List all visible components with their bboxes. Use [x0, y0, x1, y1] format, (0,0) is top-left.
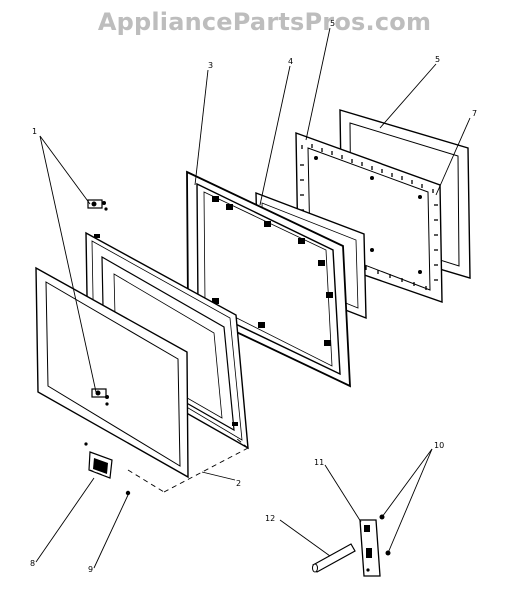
callout-3: 3	[208, 61, 213, 70]
hinge-pin-part	[312, 543, 356, 573]
leader-lines	[35, 27, 471, 569]
hinge-bracket-lower	[91, 388, 109, 406]
hinge-assembly	[359, 514, 391, 577]
callout-1: 1	[32, 127, 37, 136]
callouts: 1 2 3 4 5 5 7 8 9 10 11 12	[30, 19, 477, 574]
callout-2: 2	[236, 479, 241, 488]
watermark-text: AppliancePartsPros.com	[97, 8, 432, 36]
front-trim-frame	[35, 266, 189, 479]
callout-7: 7	[472, 109, 477, 118]
callout-9: 9	[88, 565, 93, 574]
latch-part	[84, 442, 113, 479]
door-inner-frame	[186, 170, 351, 388]
callout-5-right: 5	[435, 55, 440, 64]
callout-11: 11	[314, 458, 324, 467]
callout-5-upper: 5	[330, 19, 335, 28]
callout-8: 8	[30, 559, 35, 568]
assembly-guide-lines	[89, 437, 249, 493]
hinge-bracket-upper	[87, 199, 108, 211]
callout-10: 10	[434, 441, 444, 450]
screw-part	[125, 490, 131, 496]
callout-12: 12	[265, 514, 275, 523]
callout-4: 4	[288, 57, 293, 66]
